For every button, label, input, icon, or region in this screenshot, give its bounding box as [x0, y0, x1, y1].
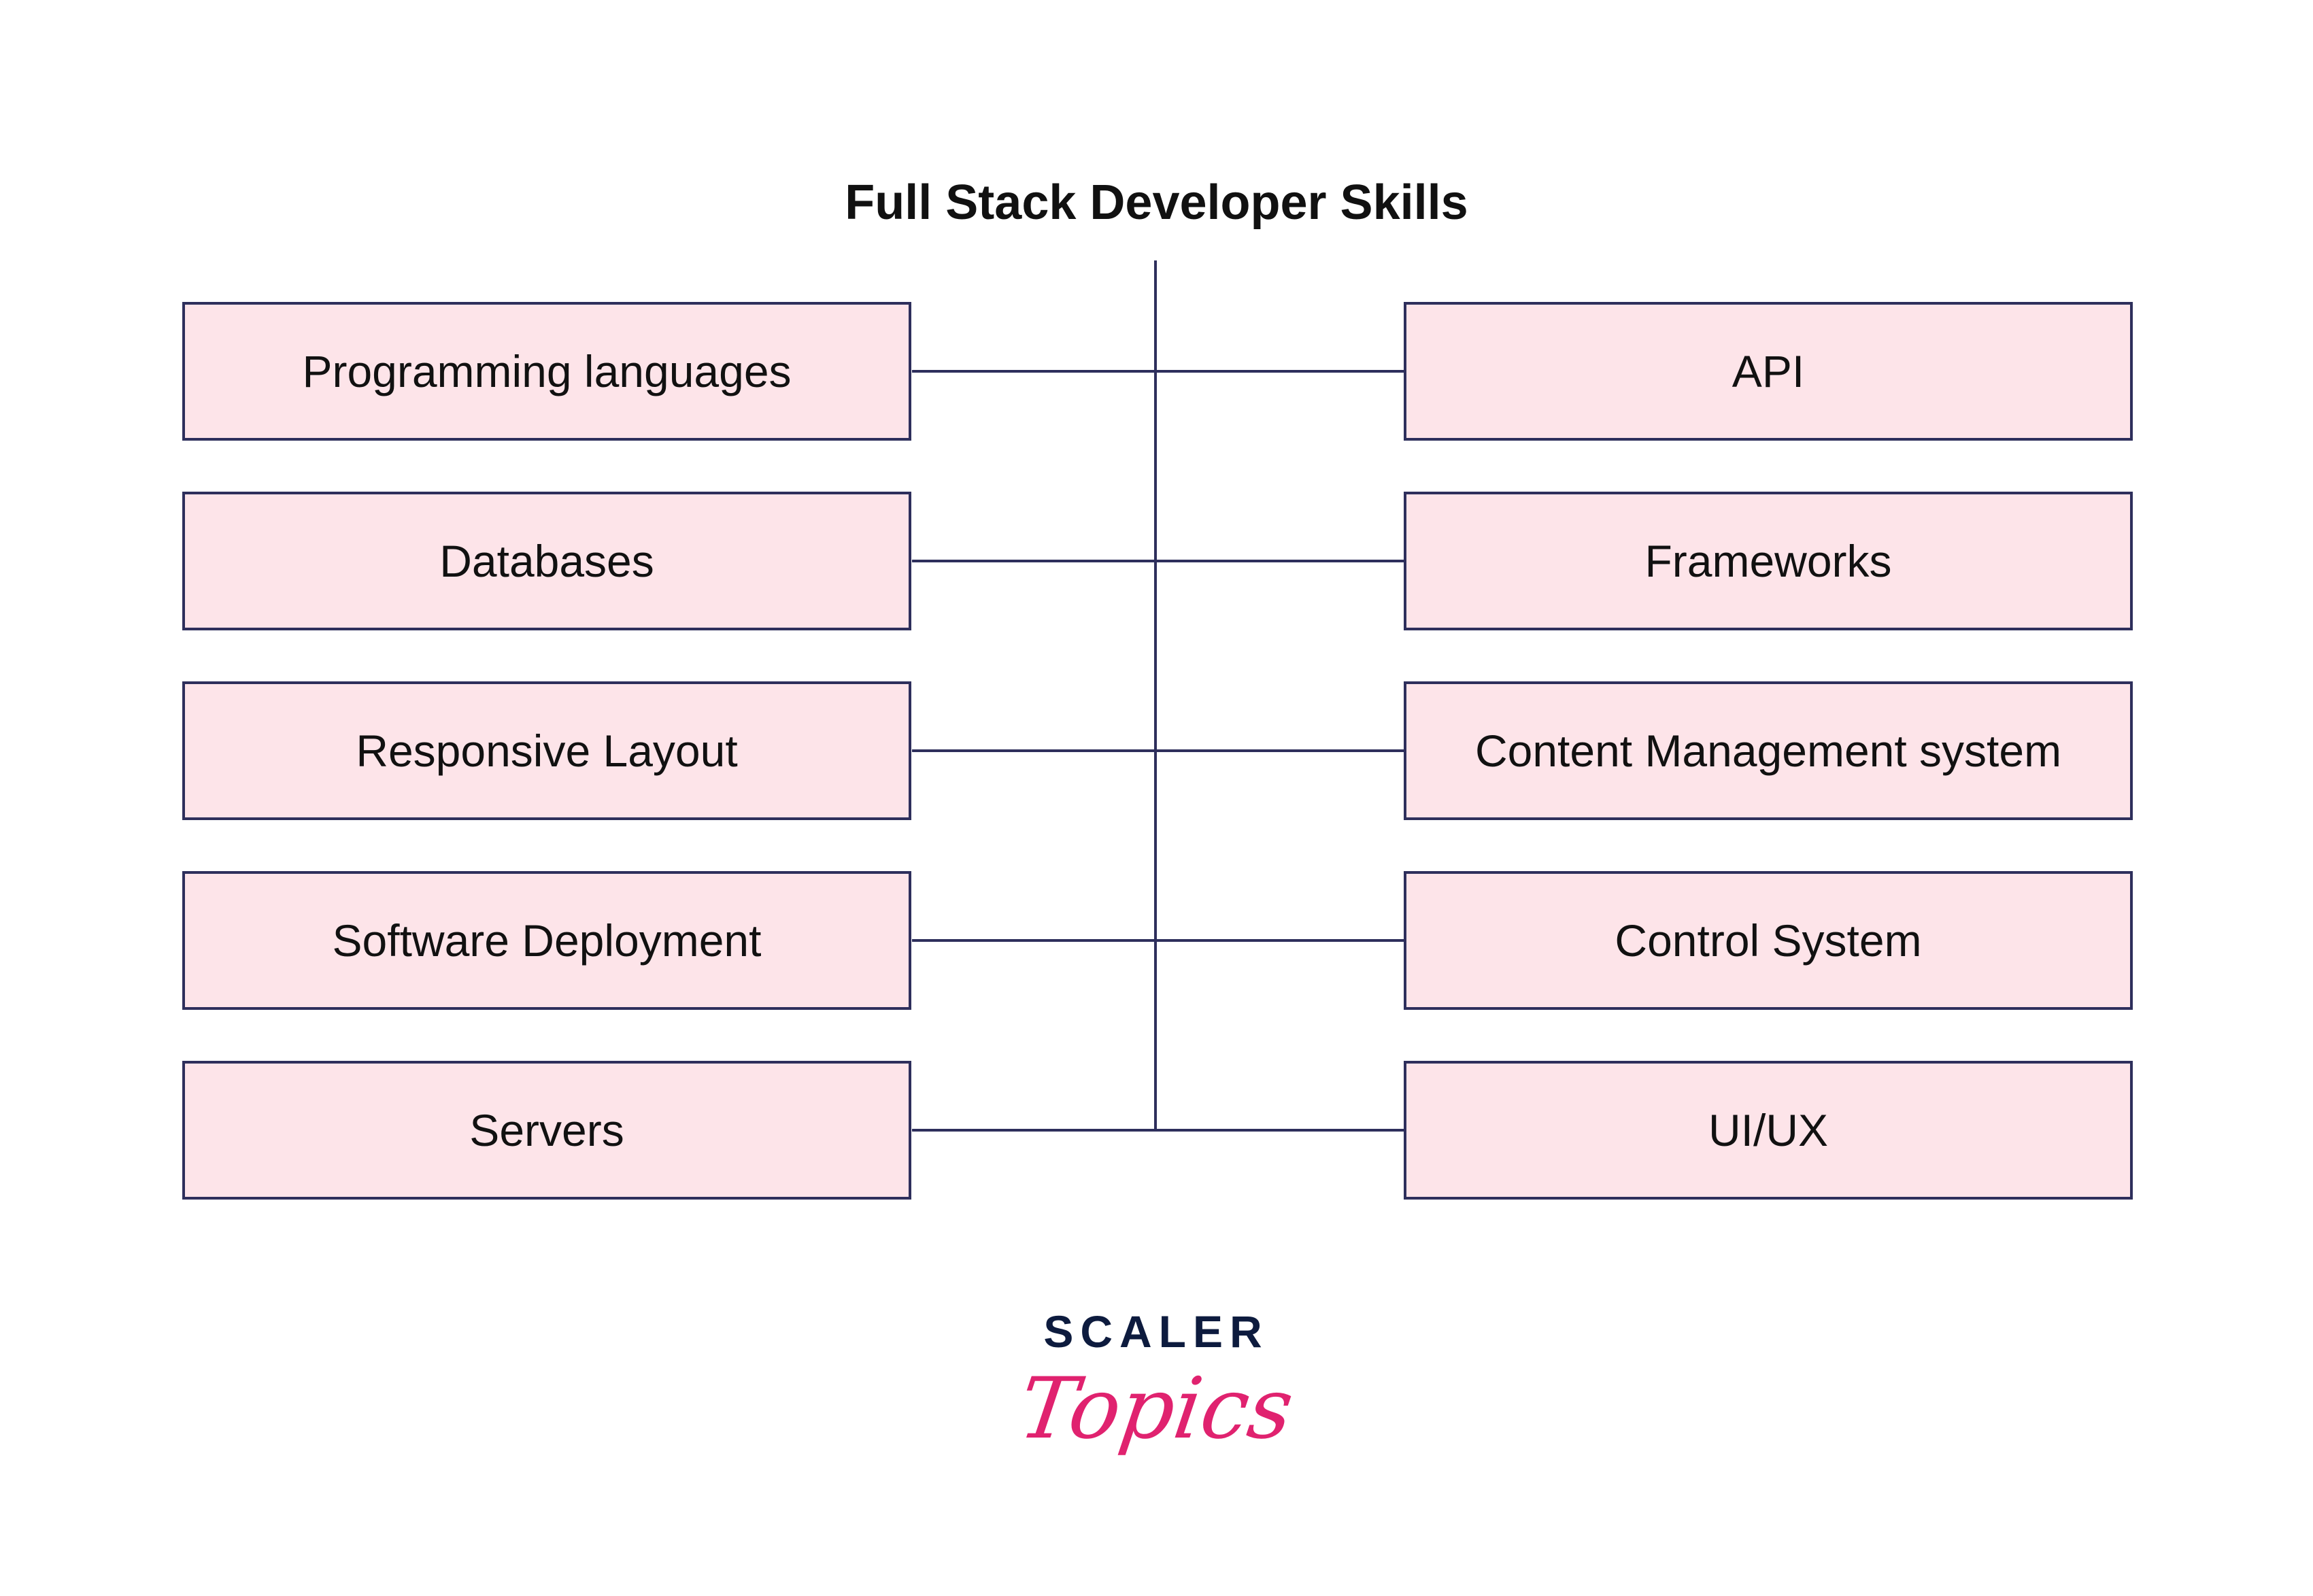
central-trunk-line [1154, 260, 1157, 1132]
connector-line-2 [912, 560, 1404, 562]
skill-label: Software Deployment [332, 915, 762, 966]
skill-label: Content Management system [1474, 726, 2062, 776]
skill-label: API [1732, 346, 1805, 396]
skill-box-programming-languages: Programming languages [182, 302, 911, 441]
skill-label: Frameworks [1644, 536, 1892, 586]
skill-box-servers: Servers [182, 1061, 911, 1200]
skill-box-databases: Databases [182, 492, 911, 630]
skill-label: Databases [439, 536, 654, 586]
skill-box-control-system: Control System [1404, 871, 2133, 1010]
skill-box-ui-ux: UI/UX [1404, 1061, 2133, 1200]
skill-box-content-management-system: Content Management system [1404, 681, 2133, 820]
connector-line-1 [912, 370, 1404, 373]
skill-label: Control System [1615, 915, 1922, 966]
skill-label: Servers [469, 1105, 624, 1155]
skill-label: UI/UX [1708, 1105, 1829, 1155]
skill-box-software-deployment: Software Deployment [182, 871, 911, 1010]
skill-label: Programming languages [302, 346, 792, 396]
skill-box-responsive-layout: Responsive Layout [182, 681, 911, 820]
scaler-topics-logo: SCALER Topics [986, 1306, 1326, 1482]
connector-line-4 [912, 939, 1404, 942]
skill-box-api: API [1404, 302, 2133, 441]
diagram-title: Full Stack Developer Skills [845, 175, 1468, 230]
logo-wordmark: SCALER [1043, 1306, 1269, 1357]
connector-line-3 [912, 749, 1404, 752]
skill-label: Responsive Layout [356, 726, 738, 776]
logo-script-text: Topics [1013, 1360, 1300, 1458]
skill-box-frameworks: Frameworks [1404, 492, 2133, 630]
connector-line-5 [912, 1129, 1404, 1132]
